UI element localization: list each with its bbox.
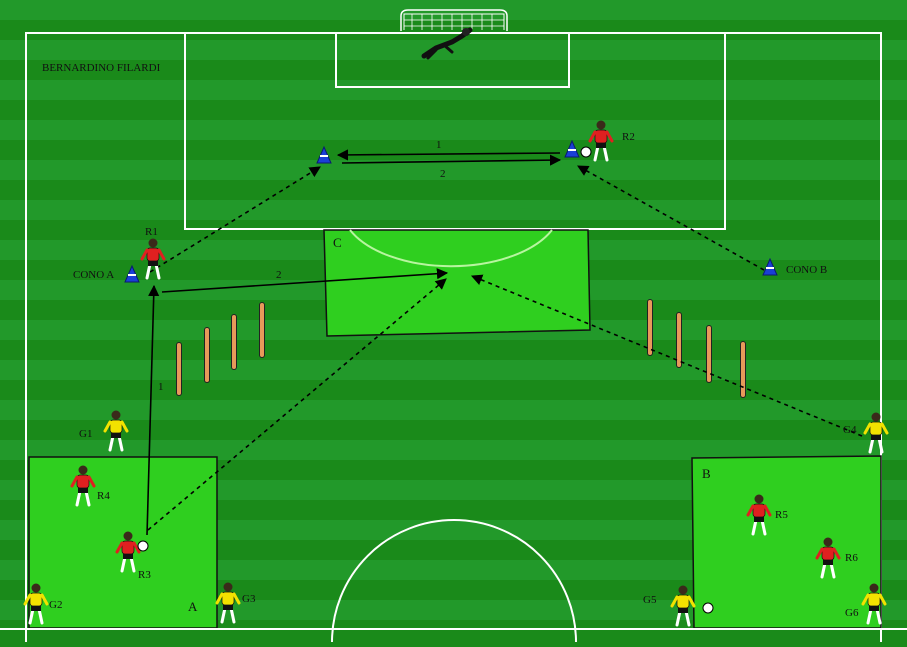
- player-g2: [23, 583, 49, 625]
- zone-b-label: B: [702, 466, 711, 481]
- player-label-g5: G5: [643, 594, 657, 606]
- pass-number-top-1: 1: [436, 139, 442, 151]
- player-label-g2: G2: [49, 599, 62, 611]
- cone-a-label: CONO A: [73, 269, 114, 281]
- player-g5: [670, 585, 696, 627]
- penalty-arc: [349, 229, 553, 268]
- goal-area: [335, 32, 570, 88]
- pass-arrow-top-2: [341, 154, 562, 166]
- player-label-g6: G6: [845, 607, 859, 619]
- pitch-stripe: [0, 40, 907, 60]
- player-label-g4: G4: [843, 424, 857, 436]
- pitch-stripe: [0, 560, 907, 580]
- player-label-r3: R3: [138, 569, 151, 581]
- movement-arrows: [146, 149, 863, 536]
- zone-c: [323, 229, 591, 337]
- pitch-stripe: [0, 200, 907, 220]
- goal: [400, 9, 508, 31]
- ball-g5: [702, 602, 714, 614]
- players: [23, 120, 889, 627]
- player-r4: [70, 465, 96, 507]
- player-r2: [588, 120, 614, 162]
- pitch-stripe: [0, 520, 907, 540]
- pitch-stripe: [0, 120, 907, 140]
- cone-b-label: CONO B: [786, 264, 827, 276]
- run-arrow-g4-to-c: [470, 274, 863, 437]
- player-label-g3: G3: [242, 593, 256, 605]
- run-arrow-r1-to-cone: [149, 166, 321, 273]
- pitch-stripe: [0, 480, 907, 500]
- center-circle: [331, 519, 577, 643]
- pitch-stripe: [0, 80, 907, 100]
- player-r5: [746, 494, 772, 536]
- pass-number-r1-to-c: 2: [276, 269, 282, 281]
- run-arrow-r3-to-c: [147, 278, 447, 531]
- zone-c-label: C: [333, 235, 342, 250]
- player-label-g1: G1: [79, 428, 92, 440]
- field-lines: [25, 32, 882, 647]
- pitch-stripe: [0, 440, 907, 460]
- pass-number-r3-to-r1: 1: [158, 381, 164, 393]
- pitch-stripe: [0, 360, 907, 380]
- ball-r2: [580, 146, 592, 158]
- ball-r3: [137, 540, 149, 552]
- player-r1: [140, 238, 166, 280]
- zone-a-label: A: [188, 599, 198, 614]
- slalom-poles: [176, 299, 746, 398]
- player-g3: [215, 582, 241, 624]
- pass-arrow-top-1: [336, 149, 561, 161]
- player-label-r1: R1: [145, 226, 158, 238]
- pitch-stripe: [0, 400, 907, 420]
- player-g6: [861, 583, 887, 625]
- player-g4: [863, 412, 889, 454]
- pass-number-top-2: 2: [440, 168, 446, 180]
- author-label: BERNARDINO FILARDI: [42, 62, 161, 74]
- pitch-stripe: [0, 160, 907, 180]
- zone-b: [691, 455, 882, 629]
- pass-arrow-r3-to-r1: [146, 284, 160, 536]
- player-label-r4: R4: [97, 490, 110, 502]
- run-arrow-coneb-to-r2: [577, 165, 765, 271]
- player-label-r5: R5: [775, 509, 788, 521]
- player-g1: [103, 410, 129, 452]
- player-r3: [115, 531, 141, 573]
- balls: [137, 146, 714, 614]
- goalkeeper: [421, 27, 473, 60]
- player-label-r6: R6: [845, 552, 858, 564]
- player-r6: [815, 537, 841, 579]
- training-cones: [124, 139, 778, 283]
- pass-arrow-r1-to-c: [161, 268, 449, 293]
- player-label-r2: R2: [622, 131, 635, 143]
